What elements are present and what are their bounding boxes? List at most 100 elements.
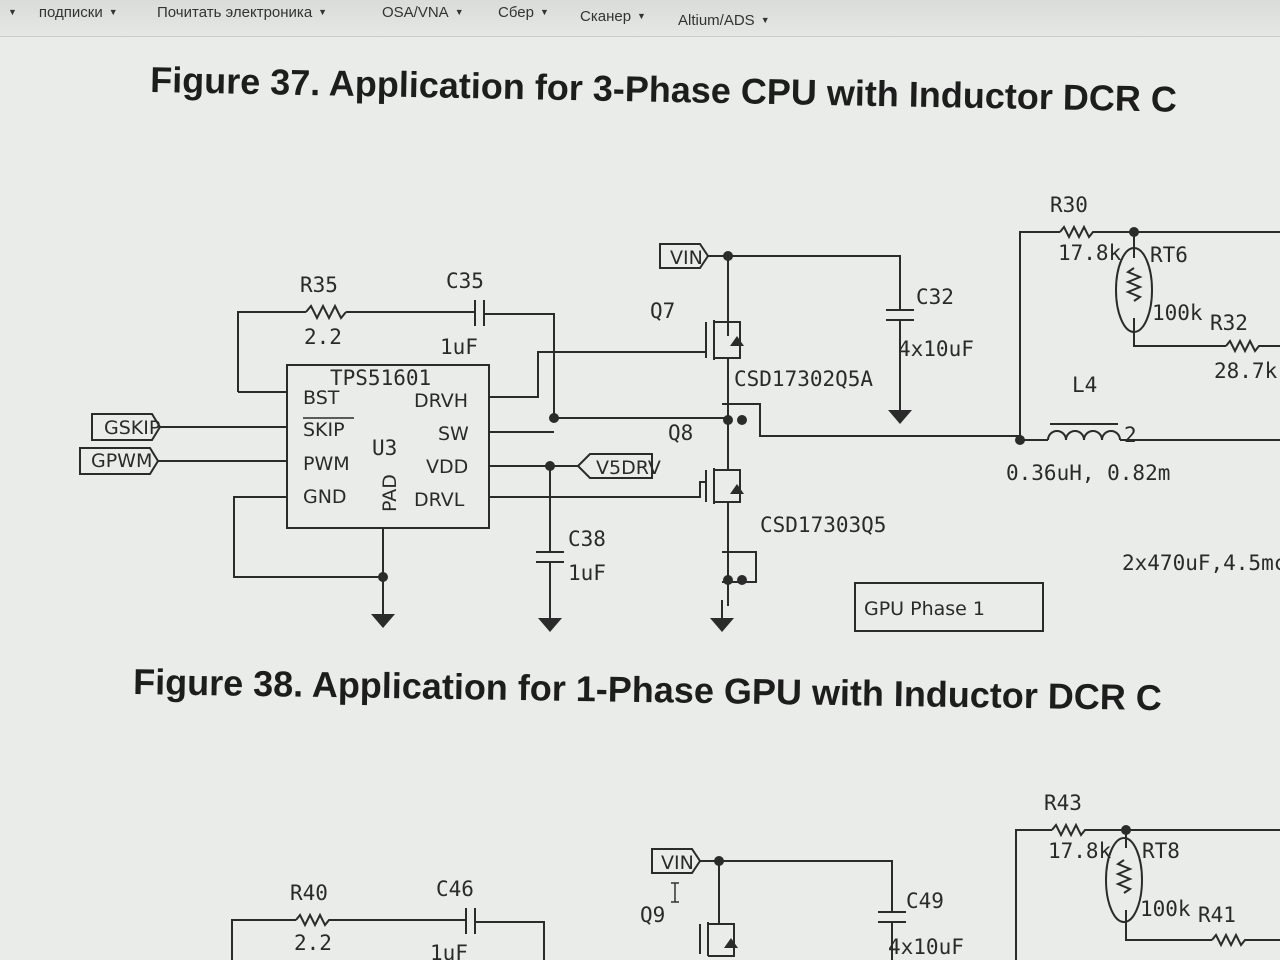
bookmark-label: OSA/VNA [382,4,449,21]
pin-drvl: DRVL [414,489,465,511]
r40-resistor [295,912,466,928]
q8-part: CSD17303Q5 [760,513,886,537]
r40-ref: R40 [290,881,328,905]
r32-resistor [1225,338,1280,354]
text-cursor-icon [671,882,679,903]
bookmark-label: Сканер [580,8,632,25]
pin-pad: PAD [379,474,401,512]
rt8-thermistor [1105,837,1143,923]
v5drv-port [576,453,653,479]
r43-ref: R43 [1044,791,1082,815]
rt8-value: 100k [1140,897,1191,921]
r41-resistor [1211,932,1280,948]
c49-value: 4x10uF [888,935,964,959]
q8-mosfet [705,420,757,606]
chevron-down-icon: ▼ [454,7,464,17]
r32-ref: R32 [1210,311,1248,335]
rt6-ref: RT6 [1150,243,1188,267]
chevron-down-icon: ▼ [108,7,118,17]
bookmark-label: Почитать электроника [157,4,313,21]
vin-port-2 [651,848,702,874]
bookmark-podpiski[interactable]: ▼ подписки ▼ [8,4,118,21]
vin-label-2: VIN [661,852,694,874]
c46-value: 1uF [430,941,468,960]
l4-pin2: 2 [1124,423,1137,447]
figure-38-title: Figure 38. Application for 1-Phase GPU w… [133,661,1162,718]
r30-ref: R30 [1050,193,1088,217]
r35-value: 2.2 [304,325,342,349]
ground-icon [370,595,396,629]
l4-inductor [1047,423,1280,441]
chevron-down-icon: ▼ [637,11,646,21]
r32-value: 28.7k [1214,359,1278,383]
q7-part: CSD17302Q5A [734,367,873,391]
r40-value: 2.2 [294,931,332,955]
ground-icon [709,599,735,633]
gskip-port [91,413,162,441]
q9-ref: Q9 [640,903,665,927]
figure-37-title: Figure 37. Application for 3-Phase CPU w… [150,59,1177,120]
gskip-label: GSKIP [104,417,160,439]
q7-mosfet [705,320,744,418]
rt6-thermistor [1115,247,1153,333]
schematic-gpu-phase-1: R35 2.2 C35 1uF TPS51601 U3 BST SKIP PWM… [79,193,1280,633]
bookmark-osa-vna[interactable]: OSA/VNA ▼ [382,4,464,21]
pin-gnd: GND [303,486,347,508]
bookmark-sber[interactable]: Сбер ▼ [498,4,549,21]
phase-label-box [854,582,1044,632]
bookmark-altium-ads[interactable]: Altium/ADS ▼ [678,12,770,29]
c46-ref: C46 [436,877,474,901]
u3-ref: U3 [372,436,397,460]
l4-ref: L4 [1072,373,1097,397]
q7-ref: Q7 [650,299,675,323]
pin-bst: BST [303,387,340,409]
c32-value: 4x10uF [898,337,974,361]
phase-label: GPU Phase 1 [864,598,985,620]
q8-ref: Q8 [668,421,693,445]
chevron-down-icon: ▼ [8,7,17,17]
c38-ref: C38 [568,527,606,551]
schematic-gpu-second: R43 17.8k RT8 100k R41 VIN Q9 C49 4x10uF… [231,791,1280,960]
bookmark-label: подписки [38,4,103,21]
output-cap-value: 2x470uF,4.5mc [1122,551,1280,575]
r30-resistor [1059,224,1280,240]
c32-capacitor [886,309,914,404]
r43-value: 17.8k [1048,839,1112,863]
u3-chip-body [286,364,490,529]
chevron-down-icon: ▼ [539,7,549,17]
c35-ref: C35 [446,269,484,293]
c38-value: 1uF [568,561,606,585]
bookmark-pochitat[interactable]: Почитать электроника ▼ [157,4,327,21]
bookmarks-bar: ▼ подписки ▼ Почитать электроника ▼ OSA/VNA… [0,0,1280,37]
pin-vdd: VDD [426,456,468,478]
vin-port [659,243,710,269]
chevron-down-icon: ▼ [318,7,328,17]
l4-value: 0.36uH, 0.82m [1006,461,1170,485]
r43-resistor [1051,822,1280,838]
c49-ref: C49 [906,889,944,913]
r30-value: 17.8k [1058,241,1122,265]
c32-ref: C32 [916,285,954,309]
gpwm-label: GPWM [91,450,152,472]
pin-sw: SW [438,423,469,445]
bookmark-label: Altium/ADS [678,12,755,29]
u3-part: TPS51601 [330,366,431,390]
ground-icon [887,391,913,425]
r35-ref: R35 [300,273,338,297]
pin-skip: SKIP [303,419,345,441]
c35-capacitor [474,300,485,326]
vin-label: VIN [670,247,703,269]
c38-capacitor [536,466,564,606]
c35-value: 1uF [440,335,478,359]
r41-ref: R41 [1198,903,1236,927]
gpwm-port [79,447,160,475]
rt8-ref: RT8 [1142,839,1180,863]
bookmark-skaner[interactable]: Сканер ▼ [580,8,646,25]
pin-pwm: PWM [303,453,350,475]
bookmark-label: Сбер [498,4,534,21]
pin-drvh: DRVH [414,390,468,412]
rt6-value: 100k [1152,301,1203,325]
c46-capacitor [465,908,545,960]
chevron-down-icon: ▼ [760,15,770,25]
